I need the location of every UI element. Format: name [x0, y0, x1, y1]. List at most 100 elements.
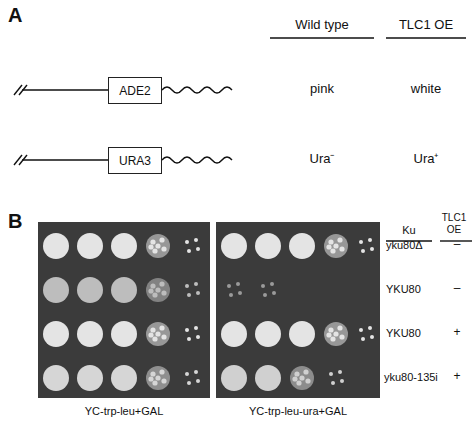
panel-letter: B: [8, 210, 22, 233]
yeast-spot: [329, 372, 333, 376]
telomere-wave: [162, 87, 232, 93]
yeast-spot: [77, 277, 103, 303]
table-cell: +: [453, 370, 460, 384]
yeast-spot: [43, 365, 69, 391]
yeast-spot: [221, 233, 247, 259]
yeast-spot: [43, 277, 69, 303]
yeast-spot: [161, 378, 166, 383]
header-underline: [270, 37, 374, 38]
yeast-spot: [155, 287, 160, 292]
yeast-spot: [148, 332, 153, 337]
yeast-spot: [238, 291, 242, 295]
table-cell: –: [454, 282, 461, 296]
yeast-spot: [187, 293, 191, 297]
column-header: TLC1 OE: [399, 18, 453, 33]
yeast-spot: [185, 240, 189, 244]
yeast-spot: [299, 375, 304, 380]
yeast-spot: [370, 247, 374, 251]
header-underline: [386, 37, 466, 38]
strain-name: YKU80: [386, 327, 421, 340]
phenotype: pink: [310, 82, 334, 97]
telomere-wave: [162, 157, 232, 163]
yeast-spot: [150, 371, 155, 376]
yeast-spot: [194, 238, 198, 242]
yeast-spot: [337, 325, 342, 330]
yeast-spot: [305, 378, 310, 383]
yeast-spot: [187, 249, 191, 253]
yeast-spot: [185, 284, 189, 288]
gene-box: ADE2: [108, 77, 162, 104]
yeast-spot: [331, 381, 335, 385]
plate-caption: YC-trp-leu+GAL: [85, 405, 164, 418]
yeast-spot: [155, 375, 160, 380]
yeast-spot: [152, 292, 157, 297]
yeast-spot: [289, 233, 315, 259]
gene-name: ADE2: [119, 84, 150, 98]
yeast-spot: [150, 283, 155, 288]
plate-caption: YC-trp-leu-ura+GAL: [249, 405, 347, 418]
yeast-spot: [185, 328, 189, 332]
yeast-spot: [328, 239, 333, 244]
strain-name: YKU80: [386, 283, 421, 296]
yeast-spot: [148, 244, 153, 249]
table-header: Ku: [402, 224, 415, 237]
yeast-spot: [296, 380, 301, 385]
table-header: TLC1 OE: [437, 212, 471, 235]
phenotype: Ura⁻: [310, 152, 335, 167]
yeast-spot: [152, 336, 157, 341]
yeast-spot: [324, 322, 348, 346]
yeast-spot: [146, 234, 170, 258]
yeast-spot: [43, 233, 69, 259]
yeast-spot: [292, 376, 297, 381]
yeast-spot: [326, 332, 331, 337]
yeast-spot: [324, 234, 348, 258]
panel-letter: A: [8, 4, 22, 27]
yeast-spot: [255, 321, 281, 347]
strain-name: yku80-135i: [384, 371, 438, 384]
yeast-spot: [340, 379, 344, 383]
yeast-spot: [333, 331, 338, 336]
phenotype: white: [411, 82, 441, 97]
yeast-spot: [111, 277, 137, 303]
plate-right: [216, 222, 380, 398]
yeast-spot: [290, 366, 314, 390]
yeast-spot: [255, 233, 281, 259]
yeast-spot: [152, 248, 157, 253]
column-header: Wild type: [295, 18, 348, 33]
yeast-spot: [370, 335, 374, 339]
yeast-spot: [185, 372, 189, 376]
yeast-spot: [111, 365, 137, 391]
yeast-spot: [196, 379, 200, 383]
yeast-spot: [159, 369, 164, 374]
yeast-spot: [263, 293, 267, 297]
table-cell: –: [454, 238, 461, 252]
yeast-spot: [187, 381, 191, 385]
yeast-spot: [148, 288, 153, 293]
yeast-spot: [159, 237, 164, 242]
yeast-spot: [111, 233, 137, 259]
yeast-spot: [361, 337, 365, 341]
yeast-spot: [187, 337, 191, 341]
gene-box: URA3: [108, 147, 162, 174]
yeast-spot: [338, 370, 342, 374]
yeast-spot: [77, 321, 103, 347]
yeast-spot: [272, 291, 276, 295]
yeast-spot: [196, 335, 200, 339]
yeast-spot: [330, 248, 335, 253]
yeast-spot: [150, 327, 155, 332]
yeast-spot: [328, 327, 333, 332]
yeast-spot: [333, 243, 338, 248]
yeast-spot: [161, 246, 166, 251]
yeast-spot: [146, 366, 170, 390]
plate-left: [38, 222, 210, 398]
chromosome-line: [22, 89, 108, 90]
phenotype: Ura⁺: [414, 152, 439, 167]
yeast-spot: [161, 290, 166, 295]
yeast-spot: [43, 321, 69, 347]
yeast-spot: [303, 369, 308, 374]
yeast-spot: [77, 233, 103, 259]
yeast-spot: [221, 321, 247, 347]
yeast-spot: [359, 240, 363, 244]
yeast-spot: [361, 249, 365, 253]
yeast-spot: [152, 380, 157, 385]
